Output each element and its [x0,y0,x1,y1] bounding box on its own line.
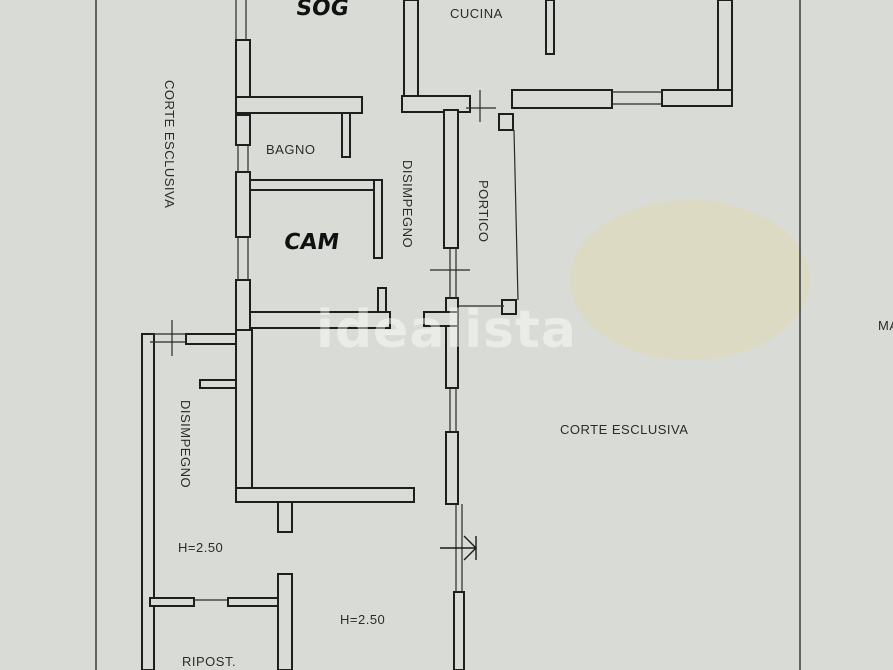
entrance-arrow-icon [440,535,477,561]
paper-stain [570,200,810,360]
boundary-lines [95,0,801,670]
height-label-right: H=2.50 [340,612,386,627]
room-label-bagno: BAGNO [266,142,316,157]
room-label-portico: PORTICO [476,180,491,243]
room-label-disimpegno-lower: DISIMPEGNO [178,400,193,489]
room-label-disimpegno-upper: DISIMPEGNO [400,160,415,249]
walls [141,0,733,670]
room-label-cucina: CUCINA [450,6,503,21]
area-label-corte-left: CORTE ESCLUSIVA [162,80,177,209]
room-label-ripost: RIPOST. [182,654,237,669]
room-label-cam: CAM [282,230,341,255]
area-label-corte-right: CORTE ESCLUSIVA [560,422,689,437]
room-label-sog: SOG [294,0,351,21]
watermark: idealista [316,300,577,360]
edge-label-right: MA [878,318,893,333]
thin-lines [150,0,662,601]
height-label-left: H=2.50 [178,540,224,555]
